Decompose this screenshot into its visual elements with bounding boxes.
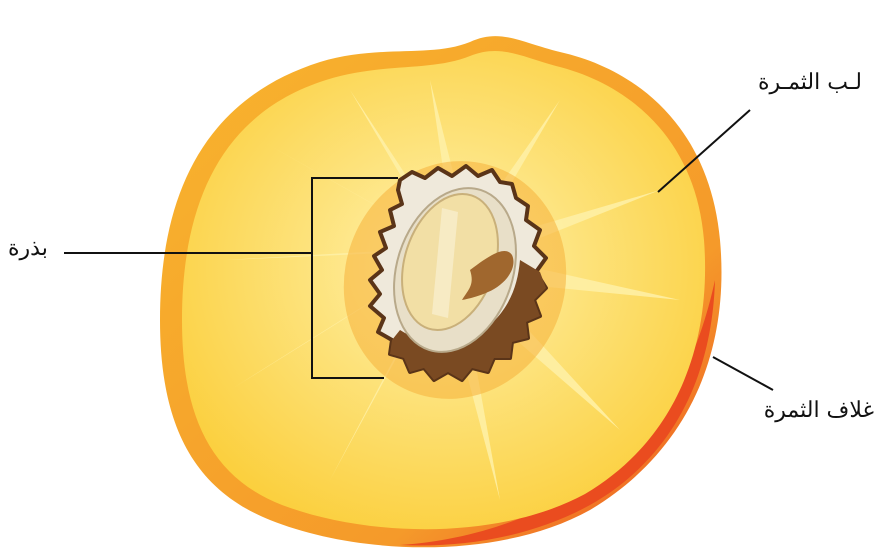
- label-seed: بذرة: [8, 236, 48, 261]
- skin-pointer-line: [713, 357, 773, 390]
- label-fruit-skin: غلاف الثمرة: [764, 398, 874, 423]
- label-fruit-pulp: لـب الثمـرة: [758, 70, 862, 95]
